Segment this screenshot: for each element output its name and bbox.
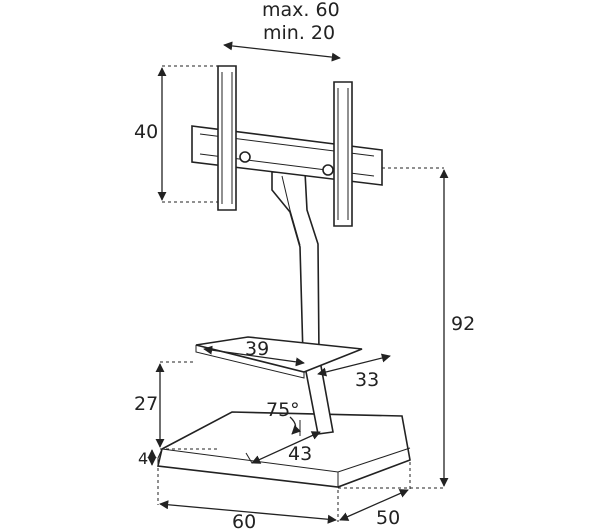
- stand-column: [271, 171, 334, 435]
- label-bracket-max: max. 60: [262, 0, 340, 21]
- label-shelf-depth: 33: [355, 369, 379, 391]
- label-bracket-min: min. 20: [263, 22, 335, 44]
- label-base-width: 60: [232, 511, 256, 532]
- stand-base: [157, 411, 411, 488]
- label-base-depth-inner: 43: [288, 443, 312, 465]
- label-tilt-angle: 75°: [266, 399, 300, 421]
- label-shelf-width: 39: [245, 338, 269, 360]
- glass-shelf: [195, 336, 363, 379]
- dimension-lines: [147, 41, 449, 524]
- label-total-height: 92: [451, 313, 475, 335]
- label-bracket-height: 40: [134, 121, 158, 143]
- mounting-frame: [191, 65, 383, 227]
- label-base-thickness: 4: [138, 449, 148, 468]
- label-base-depth: 50: [376, 507, 400, 529]
- label-shelf-height: 27: [134, 393, 158, 415]
